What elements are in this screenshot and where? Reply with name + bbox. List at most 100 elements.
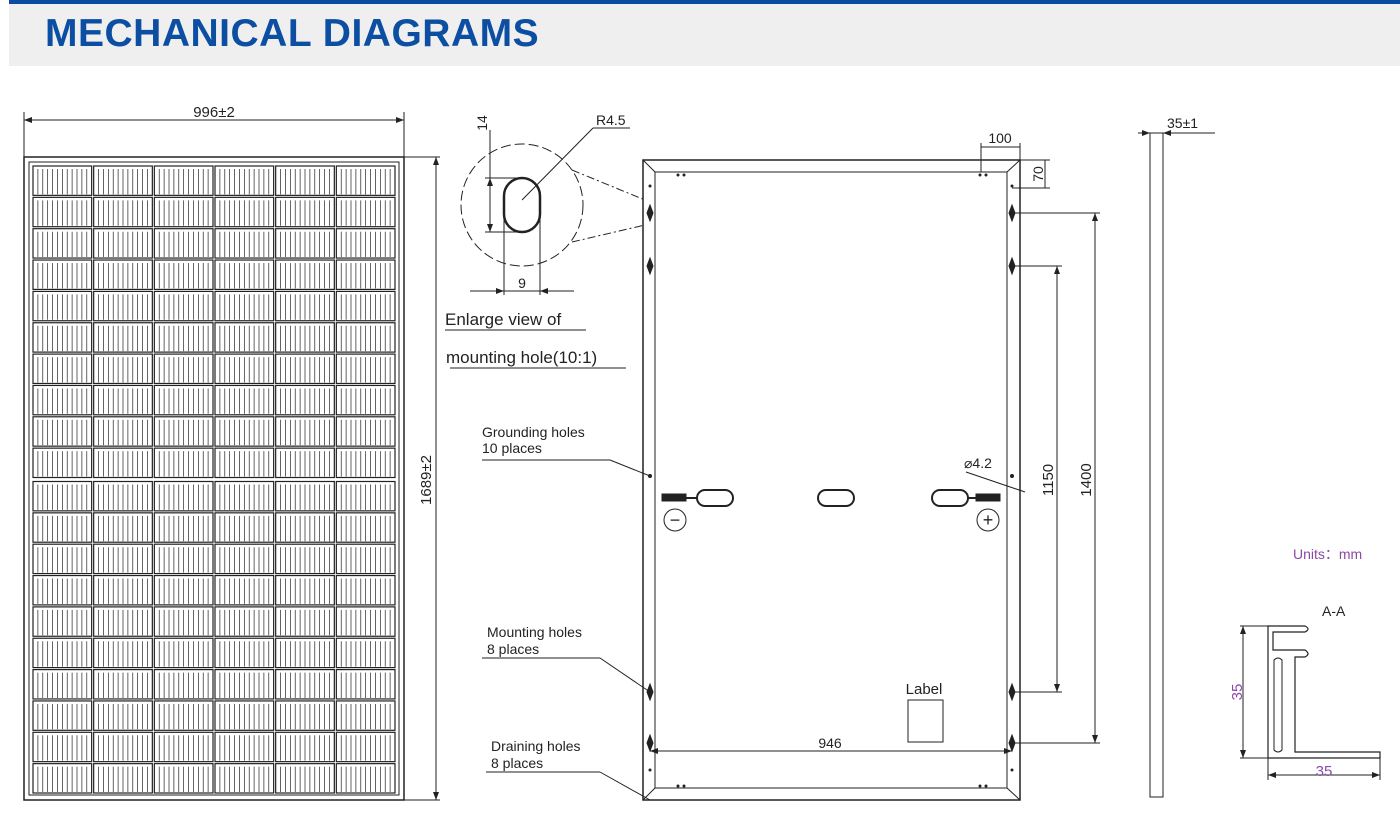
radius-label: R4.5 [596,112,626,128]
solar-cell [335,668,396,700]
solar-cell [153,512,214,543]
solar-cell [32,606,93,637]
dim-100: 100 [988,130,1012,146]
hole-diameter: ⌀4.2 [964,455,992,471]
solar-cell [93,165,153,196]
solar-cell [335,543,396,575]
front-height-dim: 1689±2 [418,455,435,505]
solar-cell [275,165,335,196]
solar-cell [93,447,153,479]
solar-cell [153,322,214,353]
solar-cell [93,259,153,290]
solar-cell [32,416,93,447]
panel-frame [23,156,405,801]
solar-cell [93,384,153,416]
solar-cell [214,574,275,606]
mounting-count: 8 places [487,641,539,657]
side-frame [1149,132,1164,798]
solar-cell [32,480,93,512]
solar-cell [32,763,93,794]
solar-cell [153,353,214,385]
back-view [482,143,1100,801]
solar-cell [335,259,396,290]
solar-cell [214,606,275,637]
solar-cell [93,480,153,512]
solar-cell [275,322,335,353]
junction-box-positive [931,489,969,507]
solar-cell [214,543,275,575]
solar-cell [32,322,93,353]
solar-cell [93,196,153,228]
solar-cell [153,196,214,228]
back-frame [642,159,1021,801]
solar-cell [275,416,335,447]
enlarge-view [445,127,646,369]
draining-label: Draining holes [491,738,581,754]
solar-cell [335,512,396,543]
mounting-label: Mounting holes [487,624,582,640]
solar-cell [153,416,214,447]
solar-cell [32,353,93,385]
solar-cell [214,196,275,228]
solar-cell [275,543,335,575]
solar-cell [335,731,396,763]
solar-cell [275,574,335,606]
side-view [1138,130,1215,798]
solar-cell [93,543,153,575]
solar-cells [32,165,396,794]
solar-cell [93,637,153,669]
solar-cell [32,165,93,196]
solar-cell [335,606,396,637]
solar-cell [335,384,396,416]
solar-cell [32,447,93,479]
draining-count: 8 places [491,755,543,771]
solar-cell [153,165,214,196]
solar-cell [153,447,214,479]
solar-cell [32,543,93,575]
solar-cell [153,668,214,700]
section-a-a [1240,625,1381,780]
solar-cell [93,353,153,385]
solar-cell [32,512,93,543]
solar-cell [275,259,335,290]
solar-cell [93,574,153,606]
solar-cell [275,763,335,794]
solar-cell [32,731,93,763]
solar-cell [32,668,93,700]
solar-cell [32,259,93,290]
solar-cell [335,353,396,385]
solar-cell [32,637,93,669]
solar-cell [214,512,275,543]
solar-cell [335,290,396,322]
page-title: MECHANICAL DIAGRAMS [45,12,540,55]
solar-cell [335,700,396,731]
solar-cell [335,165,396,196]
header-band [9,4,1400,66]
solar-cell [335,416,396,447]
solar-cell [335,228,396,259]
solar-cell [93,322,153,353]
solar-cell [214,416,275,447]
plus-sign: + [983,510,994,530]
dim-1400: 1400 [1078,463,1095,496]
dim-946: 946 [818,735,842,751]
solar-cell [32,196,93,228]
solar-cell [214,259,275,290]
dim-70: 70 [1030,166,1046,182]
solar-cell [32,290,93,322]
solar-cell [93,700,153,731]
solar-cell [214,290,275,322]
front-view [23,112,440,801]
dim-9: 9 [518,275,526,291]
solar-cell [275,196,335,228]
solar-cell [153,574,214,606]
solar-cell [153,259,214,290]
solar-cell [275,668,335,700]
solar-cell [153,637,214,669]
solar-cell [214,637,275,669]
solar-cell [275,447,335,479]
solar-cell [93,731,153,763]
thickness-dim: 35±1 [1167,115,1198,131]
solar-cell [214,731,275,763]
